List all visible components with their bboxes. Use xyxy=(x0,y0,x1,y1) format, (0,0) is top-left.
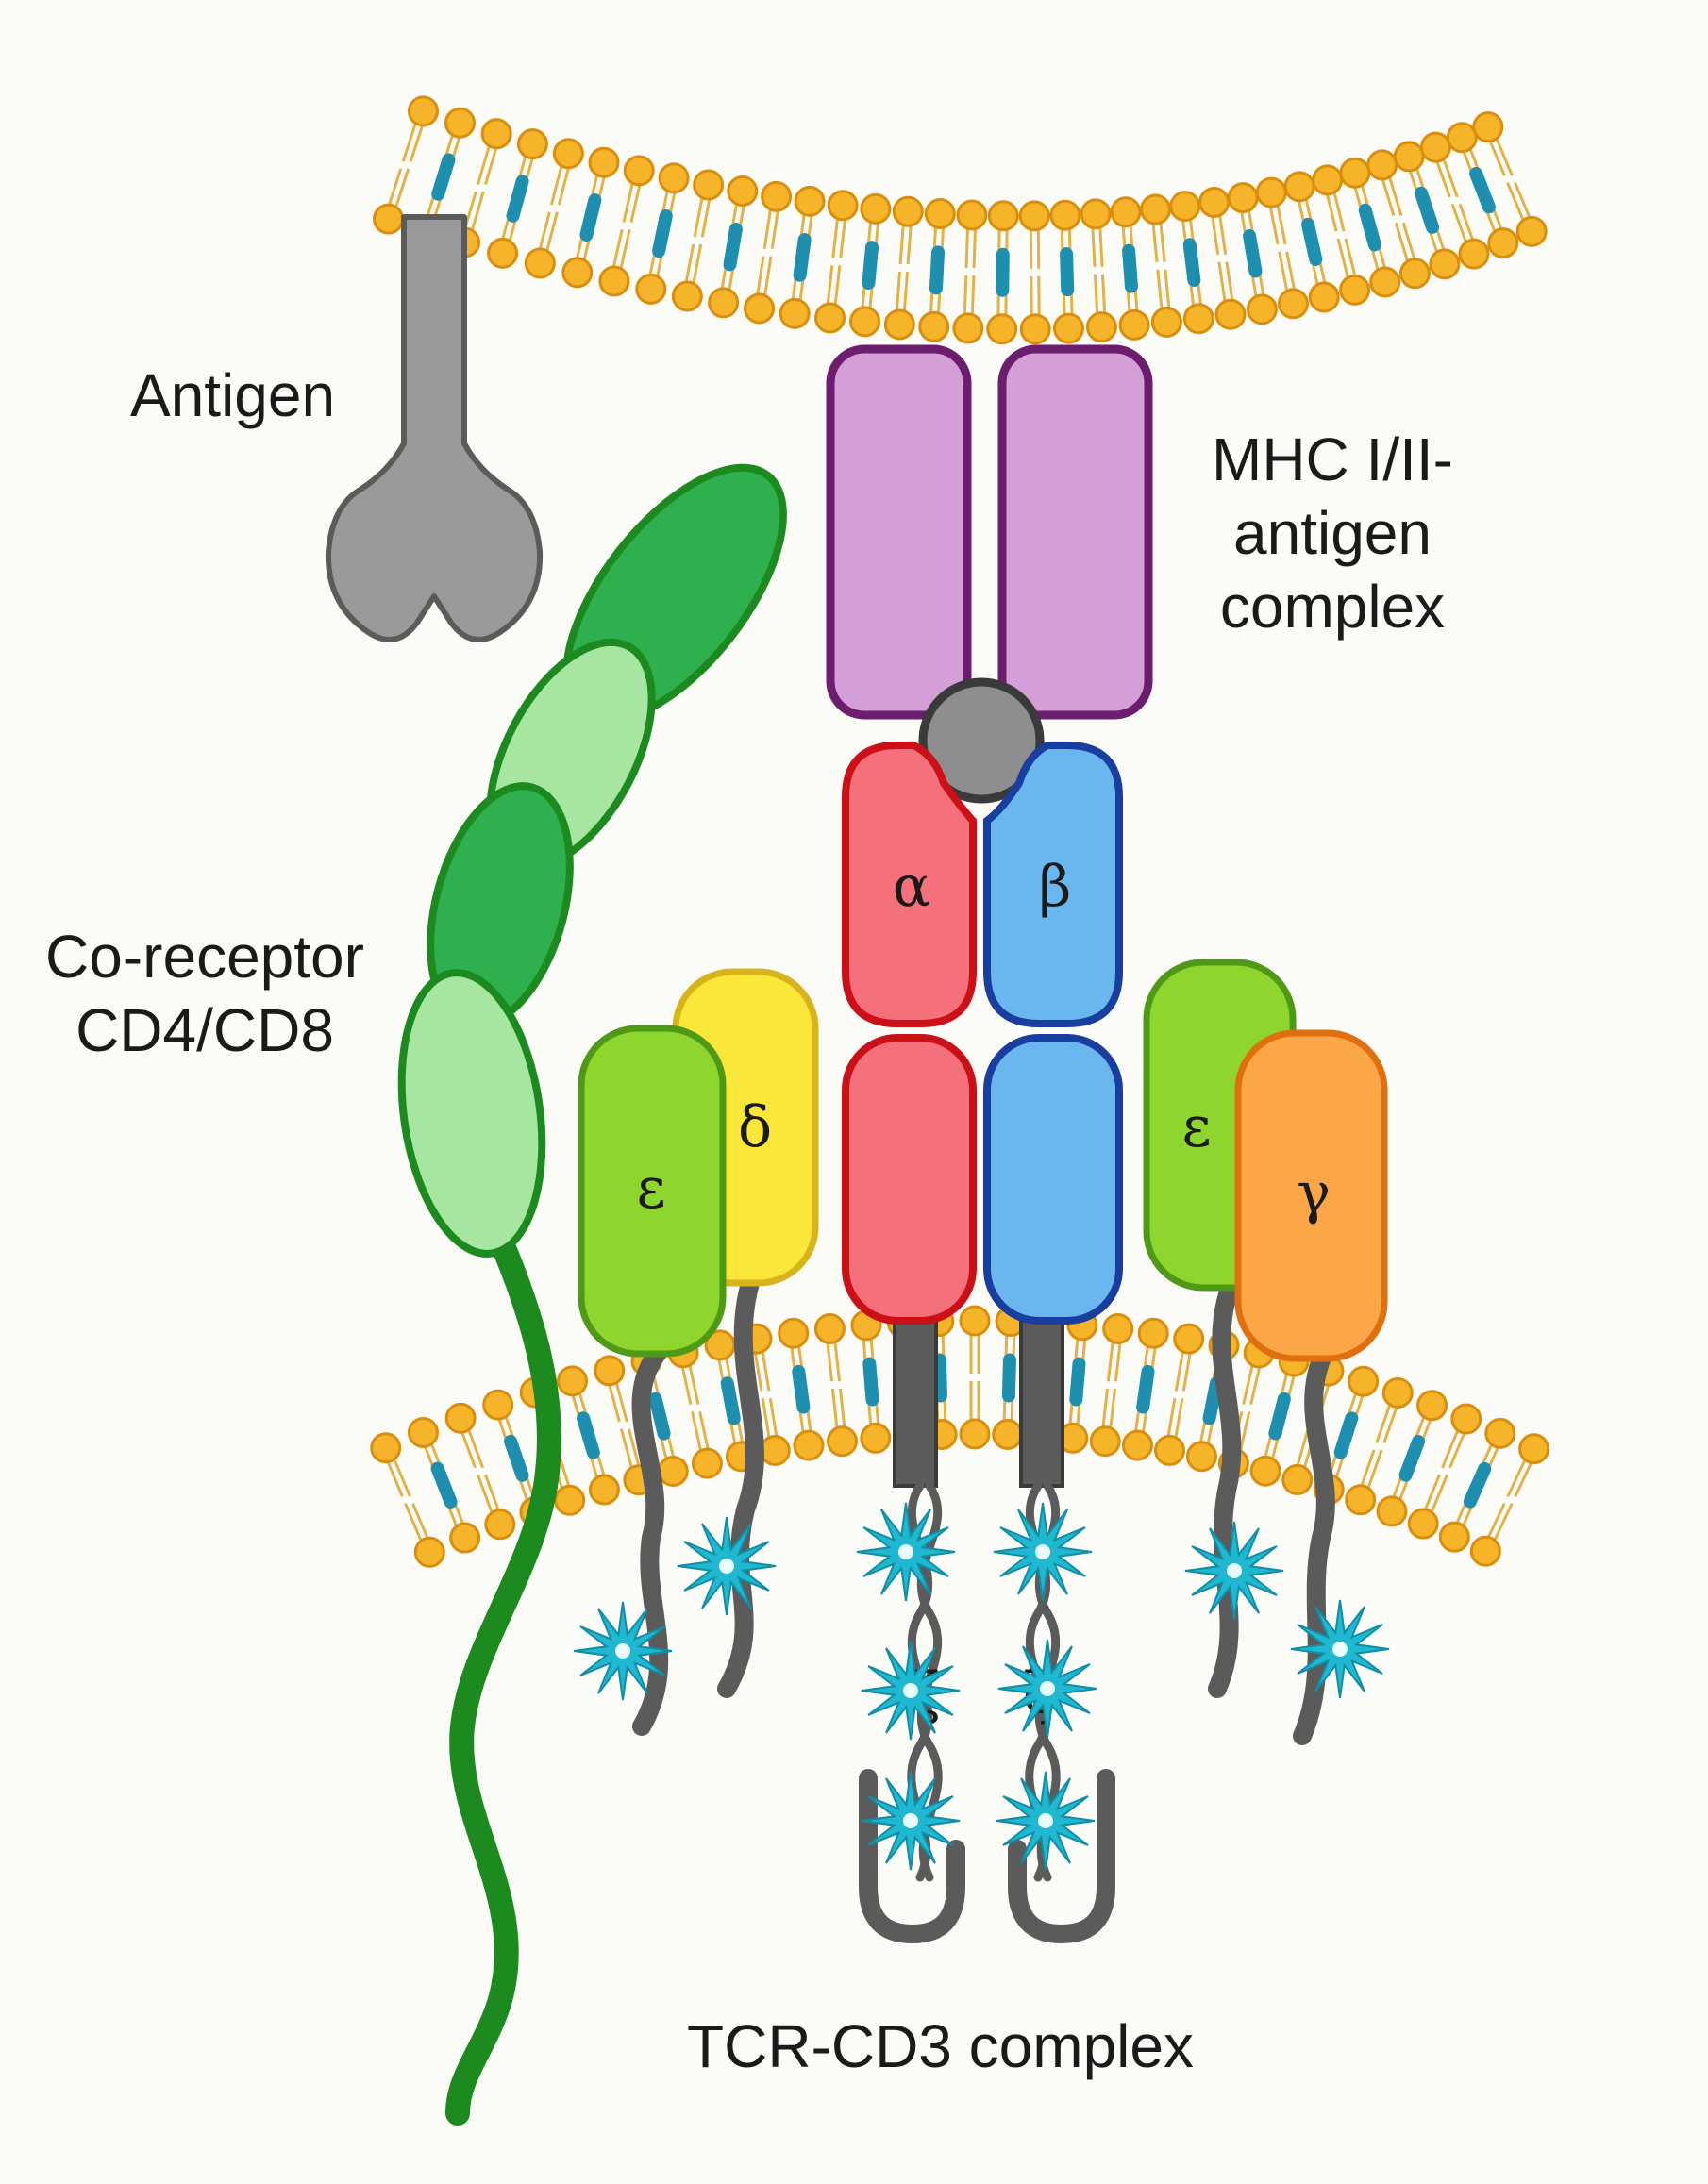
lipid-heads xyxy=(373,95,1548,345)
mhc-complex xyxy=(826,344,1153,804)
itam-star xyxy=(1184,1521,1284,1621)
itam-star xyxy=(677,1516,777,1616)
tcr-alpha-variable xyxy=(842,742,977,1027)
itam-sites xyxy=(573,1502,1390,1871)
coreceptor xyxy=(397,463,787,2126)
itam-star xyxy=(996,1771,1096,1871)
itam-star xyxy=(861,1641,961,1741)
zeta-left-hook xyxy=(859,1769,965,1944)
epsilon-left-tail xyxy=(631,1340,670,1736)
peptide-antigen xyxy=(918,677,1045,804)
tcr-cd3-label: TCR-CD3 complex xyxy=(687,2012,1194,2080)
beta-label: β xyxy=(1039,854,1072,920)
tcr-beta-variable xyxy=(983,742,1123,1027)
itam-star xyxy=(997,1639,1097,1739)
mhc-label-line-1: MHC I/II- xyxy=(1212,425,1453,493)
coreceptor-label: Co-receptor CD4/CD8 xyxy=(21,920,389,1067)
gamma-label: γ xyxy=(1297,1160,1331,1226)
zeta-right-hook xyxy=(1008,1769,1115,1944)
itam-star xyxy=(861,1771,961,1871)
itam-star xyxy=(856,1502,956,1602)
cd3-epsilon-gamma: ε γ xyxy=(1143,959,1388,1745)
tcr-beta-constant xyxy=(983,1034,1123,1325)
itam-star xyxy=(993,1502,1093,1602)
epsilon-right-label: ε xyxy=(1181,1094,1211,1160)
cholesterol-molecules xyxy=(431,153,1496,297)
epsilon-right-tail xyxy=(1208,1274,1242,1698)
gamma-chain xyxy=(1234,1029,1388,1362)
tcr-alpha-constant xyxy=(842,1034,977,1325)
tcr-alpha-beta: α β xyxy=(842,742,1123,1488)
cd3-epsilon-delta: ε δ xyxy=(578,968,819,1736)
coreceptor-tail xyxy=(445,1205,561,2126)
coreceptor-label-line-2: CD4/CD8 xyxy=(75,996,334,1064)
antigen-label: Antigen xyxy=(130,361,336,429)
antigen-shape xyxy=(325,214,544,642)
epsilon-left-label: ε xyxy=(636,1156,665,1222)
delta-tail xyxy=(717,1274,764,1698)
coreceptor-label-line-1: Co-receptor xyxy=(45,923,364,991)
gamma-tail xyxy=(1293,1340,1335,1745)
mhc-chain-left xyxy=(826,344,972,720)
mhc-label: MHC I/II- antigen complex xyxy=(1191,423,1474,643)
alpha-label: α xyxy=(893,854,931,920)
tcr-alpha-transmembrane xyxy=(893,1314,938,1488)
itam-star xyxy=(1290,1599,1390,1699)
mhc-chain-right xyxy=(997,344,1153,720)
mhc-label-line-3: complex xyxy=(1219,573,1446,641)
epsilon-left-chain xyxy=(578,1025,727,1358)
mhc-label-line-2: antigen xyxy=(1233,499,1432,567)
coreceptor-domain-4 xyxy=(397,969,546,1258)
delta-label: δ xyxy=(738,1094,772,1160)
itam-star xyxy=(573,1601,673,1701)
apc-membrane xyxy=(373,95,1548,345)
tcr-beta-transmembrane xyxy=(1019,1314,1064,1488)
